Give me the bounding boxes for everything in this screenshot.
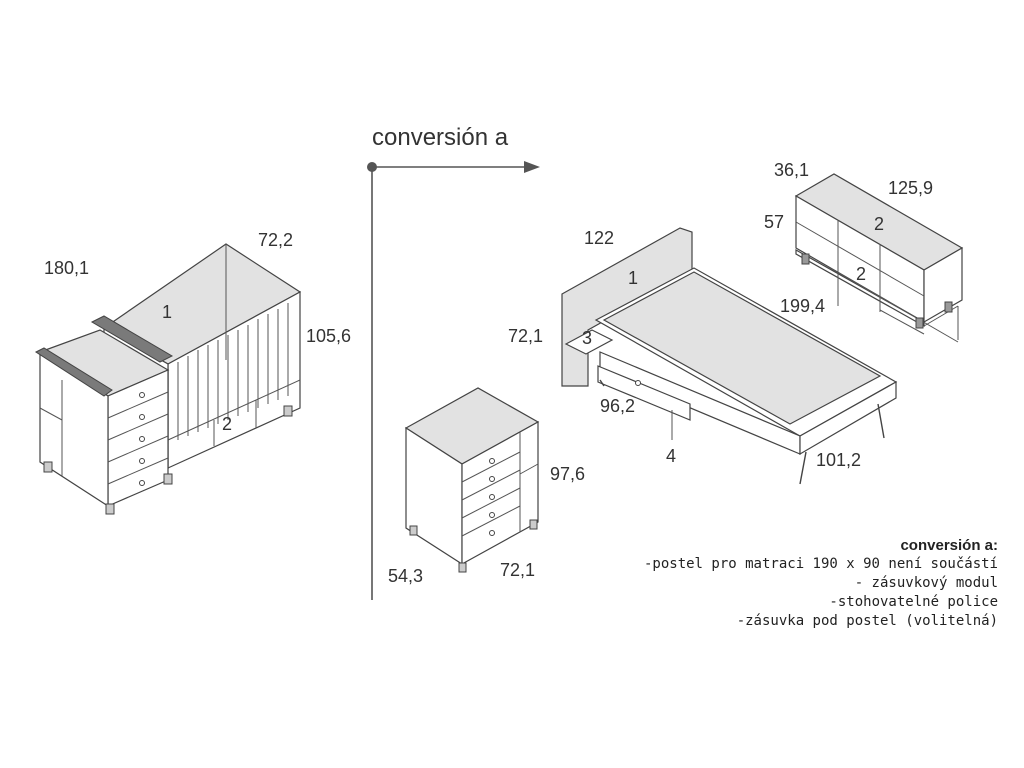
chest-width-label: 72,1 — [500, 560, 535, 580]
bed-drawer-width-label: 96,2 — [600, 396, 635, 416]
conversion-title: conversión a — [372, 124, 509, 151]
bed-drawer-number: 4 — [666, 446, 676, 466]
notes-line: -stohovatelné police — [829, 594, 998, 610]
notes-heading: conversión a: — [900, 537, 998, 554]
chest-drawing — [404, 387, 540, 573]
bed-width-label: 101,2 — [816, 450, 861, 470]
crib-width-label: 180,1 — [44, 258, 89, 278]
shelves-bottom-number: 2 — [856, 264, 866, 284]
conversion-arrow — [367, 161, 540, 600]
chest-height-label: 97,6 — [550, 464, 585, 484]
notes-line: - zásuvkový modul — [854, 575, 998, 591]
bed-drawing — [561, 227, 898, 485]
chest-depth-label: 54,3 — [388, 566, 423, 586]
crib-depth-label: 72,2 — [258, 230, 293, 250]
crib-module-number: 1 — [162, 302, 172, 322]
crib-drawing — [34, 243, 302, 515]
conversion-notes: conversión a: -postel pro matraci 190 x … — [644, 536, 998, 631]
shelves-drawing — [794, 173, 964, 343]
shelves-depth-label: 36,1 — [774, 160, 809, 180]
shelves-width-label: 125,9 — [888, 178, 933, 198]
side-shelf-number: 3 — [582, 328, 592, 348]
notes-line: -zásuvka pod postel (volitelná) — [736, 613, 998, 629]
headboard-width-label: 122 — [584, 228, 614, 248]
bed-length-label: 199,4 — [780, 296, 825, 316]
crib-drawer-number: 2 — [222, 414, 232, 434]
shelves-height-label: 57 — [764, 212, 784, 232]
headboard-height-label: 72,1 — [508, 326, 543, 346]
crib-height-label: 105,6 — [306, 326, 351, 346]
headboard-number: 1 — [628, 268, 638, 288]
notes-line: -postel pro matraci 190 x 90 není součás… — [643, 556, 998, 572]
shelves-top-number: 2 — [874, 214, 884, 234]
